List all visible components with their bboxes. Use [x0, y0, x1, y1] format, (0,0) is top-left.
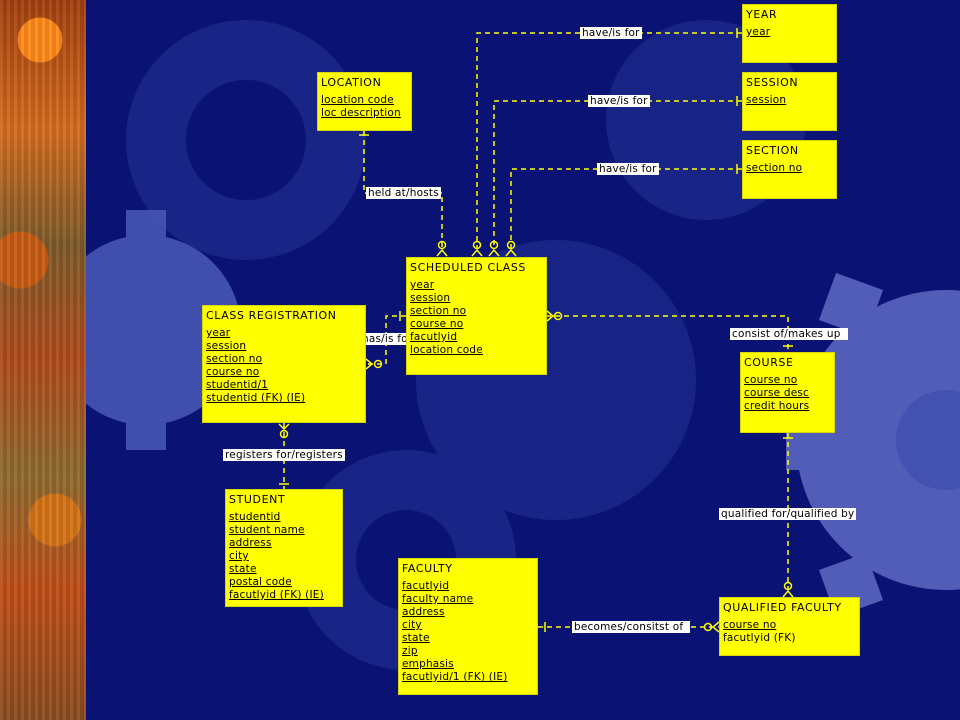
entity-attribute: section no: [410, 305, 467, 317]
rel-label-course-qualified: qualified for/qualified by: [719, 508, 857, 520]
entity-attribute: year: [746, 26, 771, 38]
decorative-side-strip: [0, 0, 86, 720]
entity-name: QUALIFIED FACULTY: [723, 601, 842, 614]
entity-attribute: year: [206, 327, 231, 339]
rel-label-session-scheduled: have/is for: [588, 95, 650, 107]
entity-session[interactable]: SESSION session: [742, 72, 837, 131]
entity-faculty[interactable]: FACULTY facutlyid faculty name address c…: [398, 558, 538, 695]
entity-attribute: studentid/1: [206, 379, 269, 391]
entity-name: COURSE: [744, 356, 794, 369]
entity-attribute: section no: [746, 162, 803, 174]
entity-attribute: state: [229, 563, 257, 575]
entity-attribute: course no: [410, 318, 464, 330]
entity-qualified-faculty[interactable]: QUALIFIED FACULTY course no facutlyid (F…: [719, 597, 860, 656]
entity-attribute: course no: [206, 366, 260, 378]
entity-attribute: emphasis: [402, 658, 454, 670]
rel-label-year-scheduled: have/is for: [580, 27, 642, 39]
entity-attribute: facutlyid/1 (FK) (IE): [402, 671, 508, 683]
entity-attribute: location code: [410, 344, 483, 356]
rel-label-section-scheduled: have/is for: [597, 163, 659, 175]
entity-attribute: credit hours: [744, 400, 810, 412]
rel-label-registration-student: registers for/registers: [223, 449, 345, 461]
entity-attribute: city: [402, 619, 422, 631]
entity-class-registration[interactable]: CLASS REGISTRATION year session section …: [202, 305, 366, 423]
rel-label-scheduled-course: consist of/makes up: [730, 328, 848, 340]
entity-name: CLASS REGISTRATION: [206, 309, 337, 322]
entity-name: FACULTY: [402, 562, 453, 575]
entity-attribute: course no: [723, 619, 777, 631]
entity-attribute: postal code: [229, 576, 292, 588]
entity-name: SCHEDULED CLASS: [410, 261, 527, 274]
rel-label-faculty-qualified: becomes/consitst of: [572, 621, 690, 633]
entity-attribute: course no: [744, 374, 798, 386]
entity-attribute: studentid: [229, 511, 281, 523]
entity-attribute: course desc: [744, 387, 810, 399]
entity-attribute: student name: [229, 524, 305, 536]
entity-attribute: session: [746, 94, 787, 106]
entity-attribute: location code: [321, 94, 394, 106]
entity-name: YEAR: [746, 8, 778, 21]
entity-attribute: state: [402, 632, 430, 644]
entity-location[interactable]: LOCATION location code loc description: [317, 72, 412, 131]
entity-attribute: facutlyid (FK): [723, 632, 796, 644]
entity-attribute: studentid (FK) (IE): [206, 392, 306, 404]
entity-attribute: year: [410, 279, 435, 291]
entity-name: LOCATION: [321, 76, 382, 89]
entity-scheduled-class[interactable]: SCHEDULED CLASS year session section no …: [406, 257, 547, 375]
entity-attribute: faculty name: [402, 593, 474, 605]
entity-attribute: session: [410, 292, 451, 304]
entity-name: SESSION: [746, 76, 799, 89]
entity-attribute: facutlyid: [402, 580, 450, 592]
entity-attribute: zip: [402, 645, 418, 657]
rel-label-location-scheduled: held at/hosts: [366, 187, 441, 199]
entity-attribute: city: [229, 550, 249, 562]
entity-attribute: address: [229, 537, 272, 549]
entity-year[interactable]: YEAR year: [742, 4, 837, 63]
entity-name: SECTION: [746, 144, 799, 157]
entity-attribute: section no: [206, 353, 263, 365]
entity-student[interactable]: STUDENT studentid student name address c…: [225, 489, 343, 607]
rel-label-scheduled-registration: has/is for: [360, 333, 410, 345]
entity-attribute: facutlyid: [410, 331, 458, 343]
entity-name: STUDENT: [229, 493, 286, 506]
entity-section[interactable]: SECTION section no: [742, 140, 837, 199]
entity-attribute: session: [206, 340, 247, 352]
entity-attribute: address: [402, 606, 445, 618]
entity-attribute: loc description: [321, 107, 401, 119]
entity-attribute: facutlyid (FK) (IE): [229, 589, 324, 601]
entity-course[interactable]: COURSE course no course desc credit hour…: [740, 352, 835, 433]
